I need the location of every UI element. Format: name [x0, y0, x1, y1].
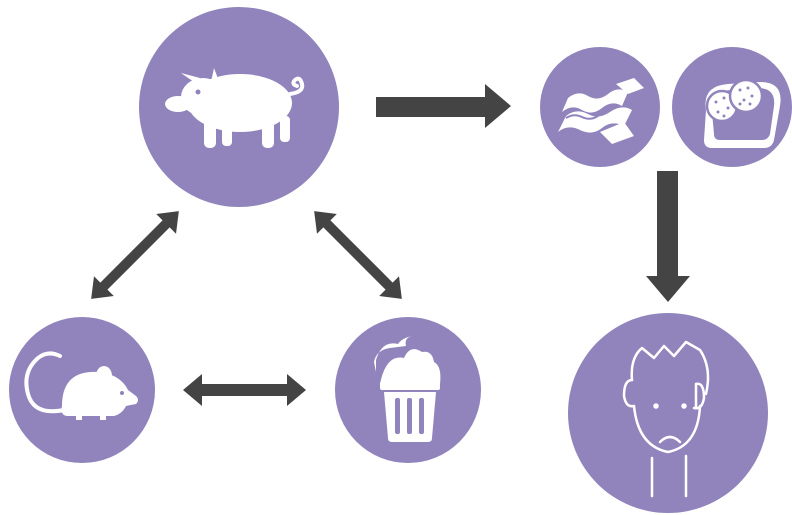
person-circle [568, 313, 768, 513]
arrow-pig-trash [314, 211, 402, 299]
bacon-icon [558, 78, 644, 144]
arrow-rat-trash [183, 374, 306, 406]
sad-face-icon [622, 340, 710, 498]
arrow-pig-rat [91, 211, 179, 299]
arrow-pig-to-food [376, 84, 511, 128]
pig-icon [165, 68, 305, 148]
arrow-food-to-person [646, 171, 690, 302]
rat-icon [24, 351, 138, 420]
salami-toast-icon [704, 78, 781, 148]
trash-can-icon [374, 336, 441, 442]
